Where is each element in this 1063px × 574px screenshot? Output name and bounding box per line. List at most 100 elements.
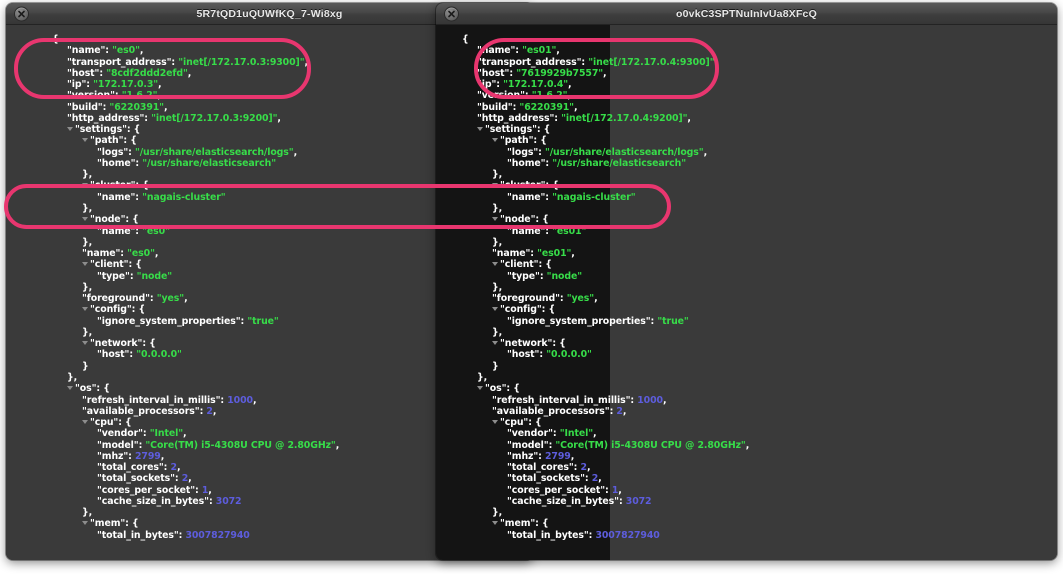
json-line: "path": {: [10, 135, 529, 146]
json-line: "name": "es01",: [477, 45, 560, 57]
json-line: },: [477, 371, 488, 383]
disclosure-triangle-icon[interactable]: [67, 127, 73, 132]
disclosure-triangle-icon[interactable]: [82, 262, 88, 267]
json-line: "name": "es01": [507, 225, 587, 237]
json-line: },: [492, 169, 503, 181]
disclosure-triangle-icon[interactable]: [477, 127, 483, 132]
close-icon[interactable]: [444, 6, 459, 21]
json-line: "home": "/usr/share/elasticsearch": [97, 157, 276, 169]
json-line: "total_sockets": 2,: [507, 473, 602, 485]
disclosure-triangle-icon[interactable]: [492, 138, 498, 143]
disclosure-triangle-icon[interactable]: [492, 420, 498, 425]
json-line: "mem": {: [10, 518, 529, 529]
window-right-title: o0vkC3SPTNuInIvUa8XFcQ: [676, 7, 817, 20]
json-line: "node": {: [10, 214, 529, 225]
json-line: "total_cores": 2,: [507, 462, 591, 474]
json-line: "settings": {: [440, 124, 1053, 135]
json-line: "settings": {: [10, 124, 529, 135]
json-line: "build": "6220391",: [477, 101, 578, 113]
disclosure-triangle-icon[interactable]: [492, 262, 498, 267]
json-line: "refresh_interval_in_millis": 1000,: [492, 394, 667, 406]
window-right-titlebar[interactable]: o0vkC3SPTNuInIvUa8XFcQ: [436, 3, 1057, 25]
json-line: "cores_per_socket": 1,: [507, 484, 622, 496]
disclosure-triangle-icon[interactable]: [82, 138, 88, 143]
json-line: },: [492, 236, 503, 248]
json-line: "name": "nagais-cluster": [507, 191, 636, 203]
json-line: "foreground": "yes",: [82, 293, 188, 305]
json-line: "name": "es0",: [82, 248, 159, 260]
json-line: "os": {: [440, 383, 1053, 394]
json-line: "mhz": 2799,: [507, 450, 575, 462]
json-line: "client": {: [440, 259, 1053, 270]
json-line: {: [462, 34, 469, 45]
disclosure-triangle-icon[interactable]: [492, 183, 498, 188]
json-line: "available_processors": 2,: [492, 405, 627, 417]
json-line: },: [492, 281, 503, 293]
json-line: "total_cores": 2,: [97, 462, 181, 474]
json-line: "config": {: [440, 304, 1053, 315]
disclosure-triangle-icon[interactable]: [67, 386, 73, 391]
json-line: "http_address": "inet[/172.17.0.3:9200]"…: [67, 112, 281, 124]
disclosure-triangle-icon[interactable]: [492, 521, 498, 526]
json-line: "network": {: [10, 338, 529, 349]
close-icon[interactable]: [14, 6, 29, 21]
disclosure-triangle-icon[interactable]: [82, 420, 88, 425]
json-line: "config": {: [10, 304, 529, 315]
json-line: "ip": "172.17.0.4",: [477, 79, 572, 91]
json-line: "build": "6220391",: [67, 101, 168, 113]
json-line: "mhz": 2799,: [97, 450, 165, 462]
json-line: "cache_size_in_bytes": 3072: [507, 495, 652, 507]
json-line: "vendor": "Intel",: [97, 428, 187, 440]
json-line: },: [82, 202, 93, 214]
json-line: "path": {: [440, 135, 1053, 146]
json-line: },: [492, 326, 503, 338]
json-line: "ip": "172.17.0.3",: [67, 79, 162, 91]
json-line: "client": {: [10, 259, 529, 270]
json-line: "os": {: [10, 383, 529, 394]
json-line: },: [82, 236, 93, 248]
json-line: "model": "Core(TM) i5-4308U CPU @ 2.80GH…: [97, 439, 340, 451]
disclosure-triangle-icon[interactable]: [492, 307, 498, 312]
disclosure-triangle-icon[interactable]: [82, 217, 88, 222]
json-line: "transport_address": "inet[/172.17.0.4:9…: [477, 56, 718, 68]
json-line: "transport_address": "inet[/172.17.0.3:9…: [67, 56, 308, 68]
disclosure-triangle-icon[interactable]: [477, 386, 483, 391]
json-line: "home": "/usr/share/elasticsearch": [507, 157, 686, 169]
json-viewer-right[interactable]: {"name": "es01","transport_address": "in…: [436, 25, 1057, 560]
json-line: "host": "8cdf2ddd2efd",: [67, 67, 192, 79]
json-line: },: [492, 202, 503, 214]
disclosure-triangle-icon[interactable]: [492, 217, 498, 222]
json-line: "host": "7619929b7557",: [477, 67, 607, 79]
disclosure-triangle-icon[interactable]: [82, 183, 88, 188]
json-line: "name": "es01",: [492, 248, 575, 260]
window-left-title: 5R7tQD1uQUWfKQ_7-Wi8xg: [196, 7, 343, 20]
json-line: "ignore_system_properties": "true": [507, 315, 689, 327]
json-line: }: [492, 360, 499, 372]
json-line: "host": "0.0.0.0": [507, 349, 592, 361]
disclosure-triangle-icon[interactable]: [82, 307, 88, 312]
json-line: "ignore_system_properties": "true": [97, 315, 279, 327]
disclosure-triangle-icon[interactable]: [82, 521, 88, 526]
window-left-titlebar[interactable]: 5R7tQD1uQUWfKQ_7-Wi8xg: [6, 3, 533, 25]
disclosure-triangle-icon[interactable]: [82, 341, 88, 346]
json-line: "available_processors": 2,: [82, 405, 217, 417]
json-line: "logs": "/usr/share/elasticsearch/logs",: [97, 146, 298, 158]
json-line: "cpu": {: [10, 417, 529, 428]
window-right[interactable]: o0vkC3SPTNuInIvUa8XFcQ {"name": "es01","…: [436, 3, 1057, 560]
json-line: "host": "0.0.0.0": [97, 349, 182, 361]
json-line: "network": {: [440, 338, 1053, 349]
json-line: "model": "Core(TM) i5-4308U CPU @ 2.80GH…: [507, 439, 750, 451]
json-line: "logs": "/usr/share/elasticsearch/logs",: [507, 146, 708, 158]
disclosure-triangle-icon[interactable]: [492, 341, 498, 346]
json-line: },: [82, 169, 93, 181]
json-line: "version": "1.6.2",: [477, 90, 571, 102]
json-line: "total_in_bytes": 3007827940: [507, 529, 660, 541]
json-line: "node": {: [440, 214, 1053, 225]
json-line: },: [82, 281, 93, 293]
json-line: "http_address": "inet[/172.17.0.4:9200]"…: [477, 112, 691, 124]
json-line: "cpu": {: [440, 417, 1053, 428]
json-line: "vendor": "Intel",: [507, 428, 597, 440]
json-line: },: [492, 507, 503, 519]
json-line: "name": "nagais-cluster": [97, 191, 226, 203]
json-line: "cluster": {: [440, 180, 1053, 191]
